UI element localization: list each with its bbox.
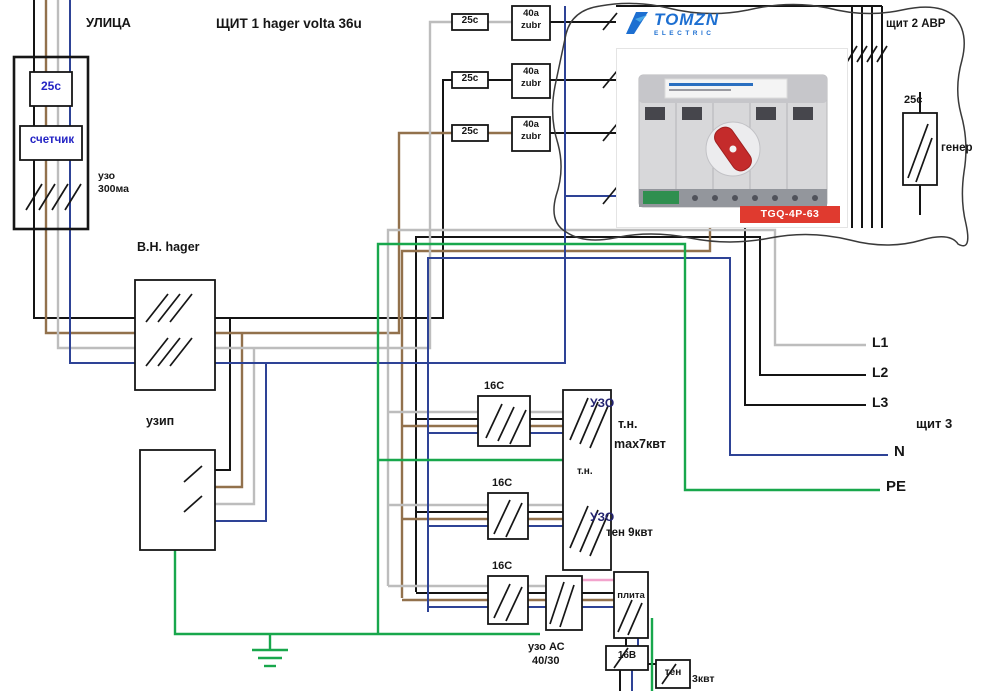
generator-breaker-label: 25c bbox=[904, 94, 923, 106]
wires-blue bbox=[69, 0, 888, 691]
meter-enclosure bbox=[12, 55, 90, 231]
generator-label: генер bbox=[941, 142, 973, 154]
breaker40-rating-3: 40a bbox=[523, 119, 539, 130]
panel3-label: щит 3 bbox=[916, 416, 953, 431]
wires-green bbox=[173, 242, 880, 691]
meter-label: счетчик bbox=[29, 134, 75, 146]
load-ten9-label: тен 9квт bbox=[606, 527, 653, 539]
brand-name: TOMZN bbox=[654, 10, 720, 29]
surge-protector-box bbox=[139, 449, 216, 551]
generator-breaker-box bbox=[902, 112, 938, 186]
ats-device-illustration bbox=[638, 74, 828, 208]
tn-tag-label: т.н. bbox=[577, 466, 593, 477]
breaker16-label-1: 16C bbox=[484, 380, 505, 392]
fuse-box-1 bbox=[451, 13, 489, 31]
wires-gray bbox=[56, 0, 866, 588]
fuse-rating-3: 25c bbox=[461, 126, 479, 137]
output-l2-label: L2 bbox=[872, 364, 889, 380]
rcd-ac-line2: 40/30 bbox=[532, 655, 560, 667]
breaker-16b-label: 16В bbox=[617, 650, 637, 661]
heater-power-label: 3квт bbox=[692, 673, 715, 685]
rcd-stack-box bbox=[562, 389, 612, 571]
wires-brown bbox=[44, 0, 712, 602]
breaker40-brand-2: zubr bbox=[520, 78, 542, 89]
rcd-ac-line1: узо АС bbox=[528, 641, 565, 653]
rcd-label-1: УЗО bbox=[590, 396, 615, 410]
surge-label: узип bbox=[146, 414, 175, 428]
load-tn-line1: т.н. bbox=[618, 417, 638, 431]
rcd-note-line2: 300ма bbox=[98, 183, 129, 195]
breaker16-label-3: 16C bbox=[492, 560, 513, 572]
breaker16-label-2: 16C bbox=[492, 477, 513, 489]
breaker40-rating-1: 40a bbox=[523, 8, 539, 19]
panel2-label: щит 2 АВР bbox=[886, 18, 946, 30]
rcd-label-2: УЗО bbox=[590, 510, 615, 524]
load-tn-line2: max7квт bbox=[614, 437, 666, 451]
boundary-squiggle bbox=[551, 2, 969, 247]
fuse-rating-2: 25c bbox=[461, 73, 479, 84]
brand-sub: ELECTRIC bbox=[654, 29, 715, 37]
tomzn-logo: TOMZN ELECTRIC bbox=[624, 10, 719, 37]
fuse-box-2 bbox=[451, 71, 489, 89]
fuse-box-3 bbox=[451, 124, 489, 142]
tomzn-logo-icon bbox=[626, 12, 648, 34]
stove-label: плита bbox=[617, 590, 645, 601]
rcd-ac-box bbox=[545, 575, 583, 631]
breaker40-brand-3: zubr bbox=[520, 131, 542, 142]
breaker-16c-box-1 bbox=[477, 395, 531, 447]
meter-box bbox=[19, 125, 83, 161]
panel1-title: ЩИТ 1 hager volta 36u bbox=[216, 16, 362, 31]
breaker-40a-box-3 bbox=[511, 116, 551, 152]
meter-breaker-box bbox=[29, 71, 73, 107]
breaker-40a-box-2 bbox=[511, 63, 551, 99]
rcd-note-line1: узо bbox=[98, 170, 116, 182]
ground-symbol bbox=[252, 648, 288, 668]
model-label: TGQ-4P-63 bbox=[740, 206, 840, 223]
output-l3-label: L3 bbox=[872, 394, 889, 410]
heater-label: тен bbox=[664, 667, 682, 678]
output-pe-label: PE bbox=[886, 478, 907, 495]
meter-breaker-label: 25c bbox=[40, 79, 62, 93]
breaker-40a-box-1 bbox=[511, 5, 551, 41]
breaker40-brand-1: zubr bbox=[520, 20, 542, 31]
switch-symbols bbox=[25, 12, 933, 685]
main-switch-label: В.Н. hager bbox=[137, 240, 200, 254]
fuse-rating-1: 25c bbox=[461, 15, 479, 26]
ats-photo bbox=[616, 48, 848, 228]
street-label: УЛИЦА bbox=[86, 15, 131, 30]
main-switch-box bbox=[134, 279, 216, 391]
wires-black bbox=[33, 0, 921, 691]
output-l1-label: L1 bbox=[872, 334, 889, 350]
output-n-label: N bbox=[894, 443, 905, 460]
breaker40-rating-2: 40a bbox=[523, 66, 539, 77]
